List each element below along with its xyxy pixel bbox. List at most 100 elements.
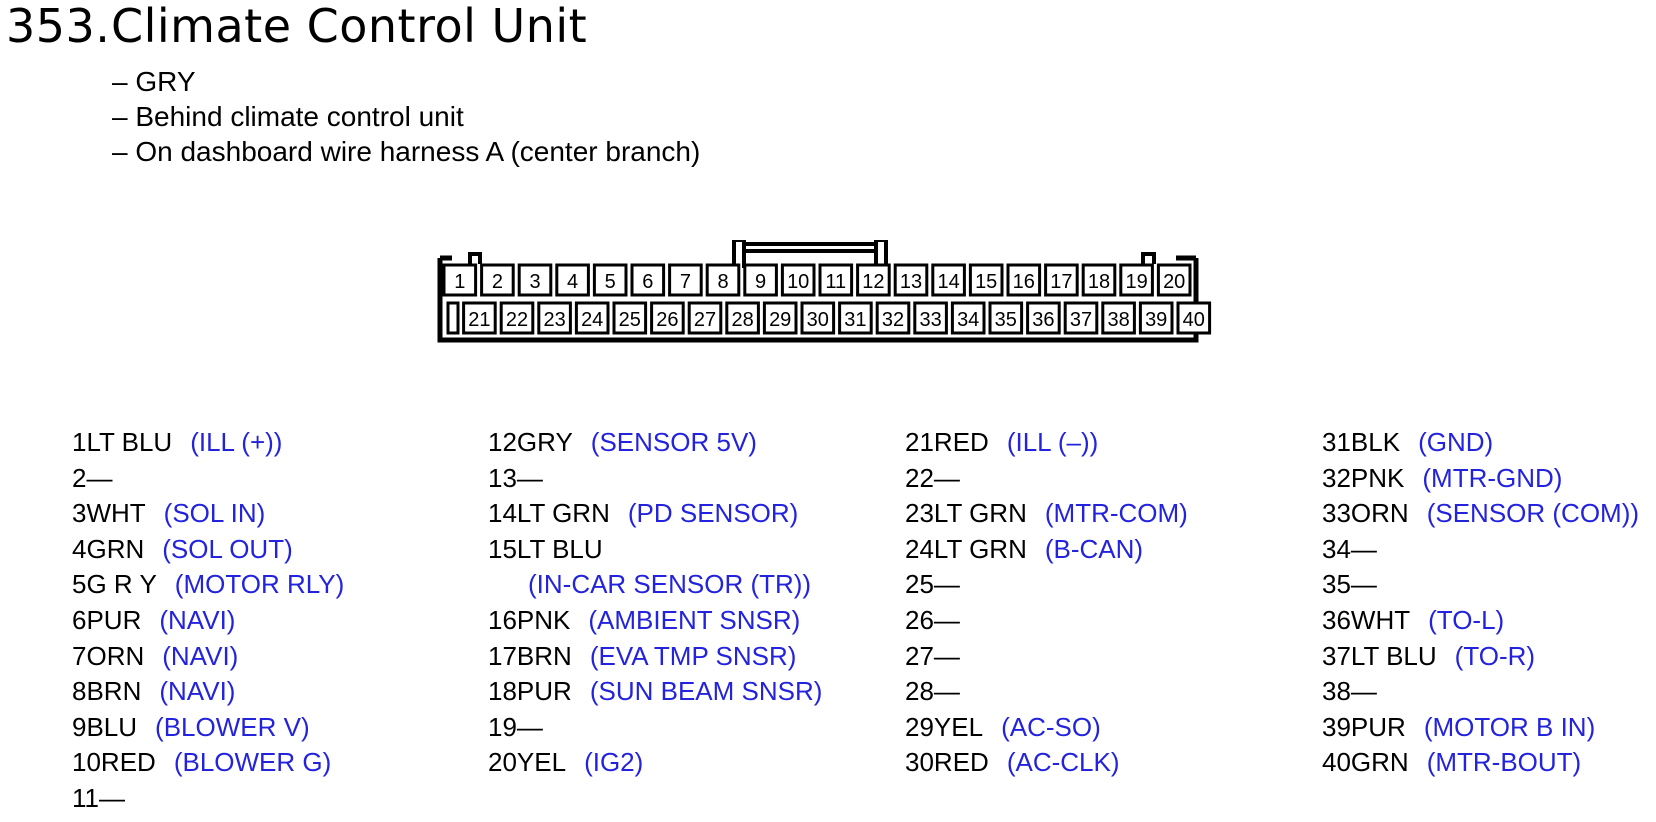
pin-cavity bbox=[893, 263, 929, 297]
pin-entry: 6PUR(NAVI) bbox=[72, 603, 344, 639]
pin-cavity bbox=[499, 301, 535, 335]
wire-color: YEL bbox=[933, 711, 984, 742]
wire-color: — bbox=[516, 711, 543, 742]
pin-entry: 28— bbox=[905, 674, 1188, 710]
pin-number-label: 13 bbox=[900, 271, 922, 293]
wire-color: PNK bbox=[516, 604, 571, 635]
pin-number-label: 7 bbox=[680, 271, 691, 293]
pin-entry: 36WHT(TO-L) bbox=[1322, 603, 1639, 639]
wire-color: — bbox=[933, 569, 960, 600]
pin-number-label: 2 bbox=[492, 271, 503, 293]
pin-cavity bbox=[913, 301, 948, 335]
pin-entry: 22— bbox=[905, 461, 1188, 497]
pin-number-label: 18 bbox=[1088, 271, 1110, 293]
pin-function: (NAVI) bbox=[162, 640, 239, 671]
pin-number: 26 bbox=[905, 604, 934, 635]
pin-entry: 9BLU(BLOWER V) bbox=[72, 710, 344, 746]
pin-number-label: 26 bbox=[656, 309, 678, 331]
connector-number: 353. bbox=[6, 0, 111, 53]
pin-function: (BLOWER V) bbox=[155, 711, 310, 742]
pin-function: (AMBIENT SNSR) bbox=[588, 604, 801, 635]
pin-number: 33 bbox=[1322, 498, 1351, 529]
wire-color: BRN bbox=[86, 676, 142, 707]
pin-entry: 38— bbox=[1322, 674, 1639, 710]
pin-number-label: 15 bbox=[975, 271, 997, 293]
pin-number-label: 35 bbox=[995, 309, 1017, 331]
pin-number: 20 bbox=[488, 747, 517, 778]
pin-function: (TO-R) bbox=[1454, 640, 1536, 671]
pin-number: 23 bbox=[905, 498, 934, 529]
pin-number-label: 4 bbox=[567, 271, 578, 293]
wire-color: PUR bbox=[1350, 711, 1406, 742]
pin-number: 37 bbox=[1322, 640, 1351, 671]
pin-number-label: 9 bbox=[755, 271, 766, 293]
pin-entry: 31BLK(GND) bbox=[1322, 425, 1639, 461]
pin-entry: 4GRN(SOL OUT) bbox=[72, 532, 344, 568]
wire-color: G R Y bbox=[86, 569, 157, 600]
pin-number: 2 bbox=[72, 462, 87, 493]
wire-color: PUR bbox=[516, 676, 572, 707]
pin-number-label: 3 bbox=[529, 271, 540, 293]
pin-function: (MTR-COM) bbox=[1044, 498, 1188, 529]
pin-number: 13 bbox=[488, 462, 517, 493]
wire-color: LT BLU bbox=[516, 533, 603, 564]
pin-number: 28 bbox=[905, 676, 934, 707]
pin-entry: 1LT BLU(ILL (+)) bbox=[72, 425, 344, 461]
pin-function: (NAVI) bbox=[159, 604, 236, 635]
pin-entry: 18PUR(SUN BEAM SNSR) bbox=[488, 674, 822, 710]
pin-cavity bbox=[668, 263, 703, 297]
wire-color: ORN bbox=[86, 640, 145, 671]
pin-entry: 27— bbox=[905, 639, 1188, 675]
pin-number-label: 6 bbox=[642, 271, 653, 293]
pin-cavity bbox=[612, 301, 648, 335]
pin-number-label: 29 bbox=[769, 309, 791, 331]
pin-function: (AC-CLK) bbox=[1006, 747, 1120, 778]
pin-function: (PD SENSOR) bbox=[627, 498, 799, 529]
housing-outline bbox=[437, 258, 1199, 343]
pin-number: 12 bbox=[488, 427, 517, 457]
pin-function: (MTR-GND) bbox=[1422, 462, 1563, 493]
pin-function: (SENSOR 5V) bbox=[590, 427, 757, 457]
pin-number: 27 bbox=[905, 640, 934, 671]
pin-cavity bbox=[743, 263, 778, 297]
pin-number: 6 bbox=[72, 604, 87, 635]
pin-number-label: 32 bbox=[882, 309, 904, 331]
connector-housing bbox=[437, 240, 1199, 343]
detail-line: – GRY bbox=[112, 66, 196, 97]
pin-number: 35 bbox=[1322, 569, 1351, 600]
pin-cavity bbox=[574, 301, 610, 335]
page-title: 353.Climate Control Unit bbox=[6, 0, 587, 56]
pin-cavity bbox=[818, 263, 854, 297]
pin-cavity bbox=[780, 263, 816, 297]
pin-cavity bbox=[988, 301, 1024, 335]
pin-cavity bbox=[1156, 263, 1192, 297]
pin-number: 1 bbox=[72, 427, 87, 457]
wire-color: YEL bbox=[516, 747, 567, 778]
pin-entry: 19— bbox=[488, 710, 822, 746]
pin-cavity bbox=[950, 301, 986, 335]
pin-number: 22 bbox=[905, 462, 934, 493]
wire-color: LT BLU bbox=[1350, 640, 1437, 671]
pin-entry: 14LT GRN(PD SENSOR) bbox=[488, 496, 822, 532]
connector-title: Climate Control Unit bbox=[111, 0, 588, 53]
pin-list-column-1: 1LT BLU(ILL (+))2—3WHT(SOL IN)4GRN(SOL O… bbox=[72, 425, 344, 817]
pin-number-label: 21 bbox=[468, 309, 490, 331]
pin-entry: 12GRY(SENSOR 5V) bbox=[488, 425, 822, 461]
pin-number: 21 bbox=[905, 427, 934, 457]
key-tab-right bbox=[1141, 252, 1156, 264]
pin-entry: 3WHT(SOL IN) bbox=[72, 496, 344, 532]
pin-entry: 13— bbox=[488, 461, 822, 497]
pin-cavity bbox=[480, 263, 515, 297]
pin-cavity bbox=[875, 301, 911, 335]
wire-color: — bbox=[933, 640, 960, 671]
wire-color: — bbox=[933, 462, 960, 493]
pin-number: 32 bbox=[1322, 462, 1351, 493]
pin-number-label: 22 bbox=[506, 309, 528, 331]
pin-function: (MOTOR B IN) bbox=[1423, 711, 1596, 742]
pin-cavity bbox=[1176, 301, 1212, 335]
pin-number: 25 bbox=[905, 569, 934, 600]
pin-number-label: 17 bbox=[1050, 271, 1072, 293]
pin-function: (ILL (–)) bbox=[1006, 427, 1099, 457]
